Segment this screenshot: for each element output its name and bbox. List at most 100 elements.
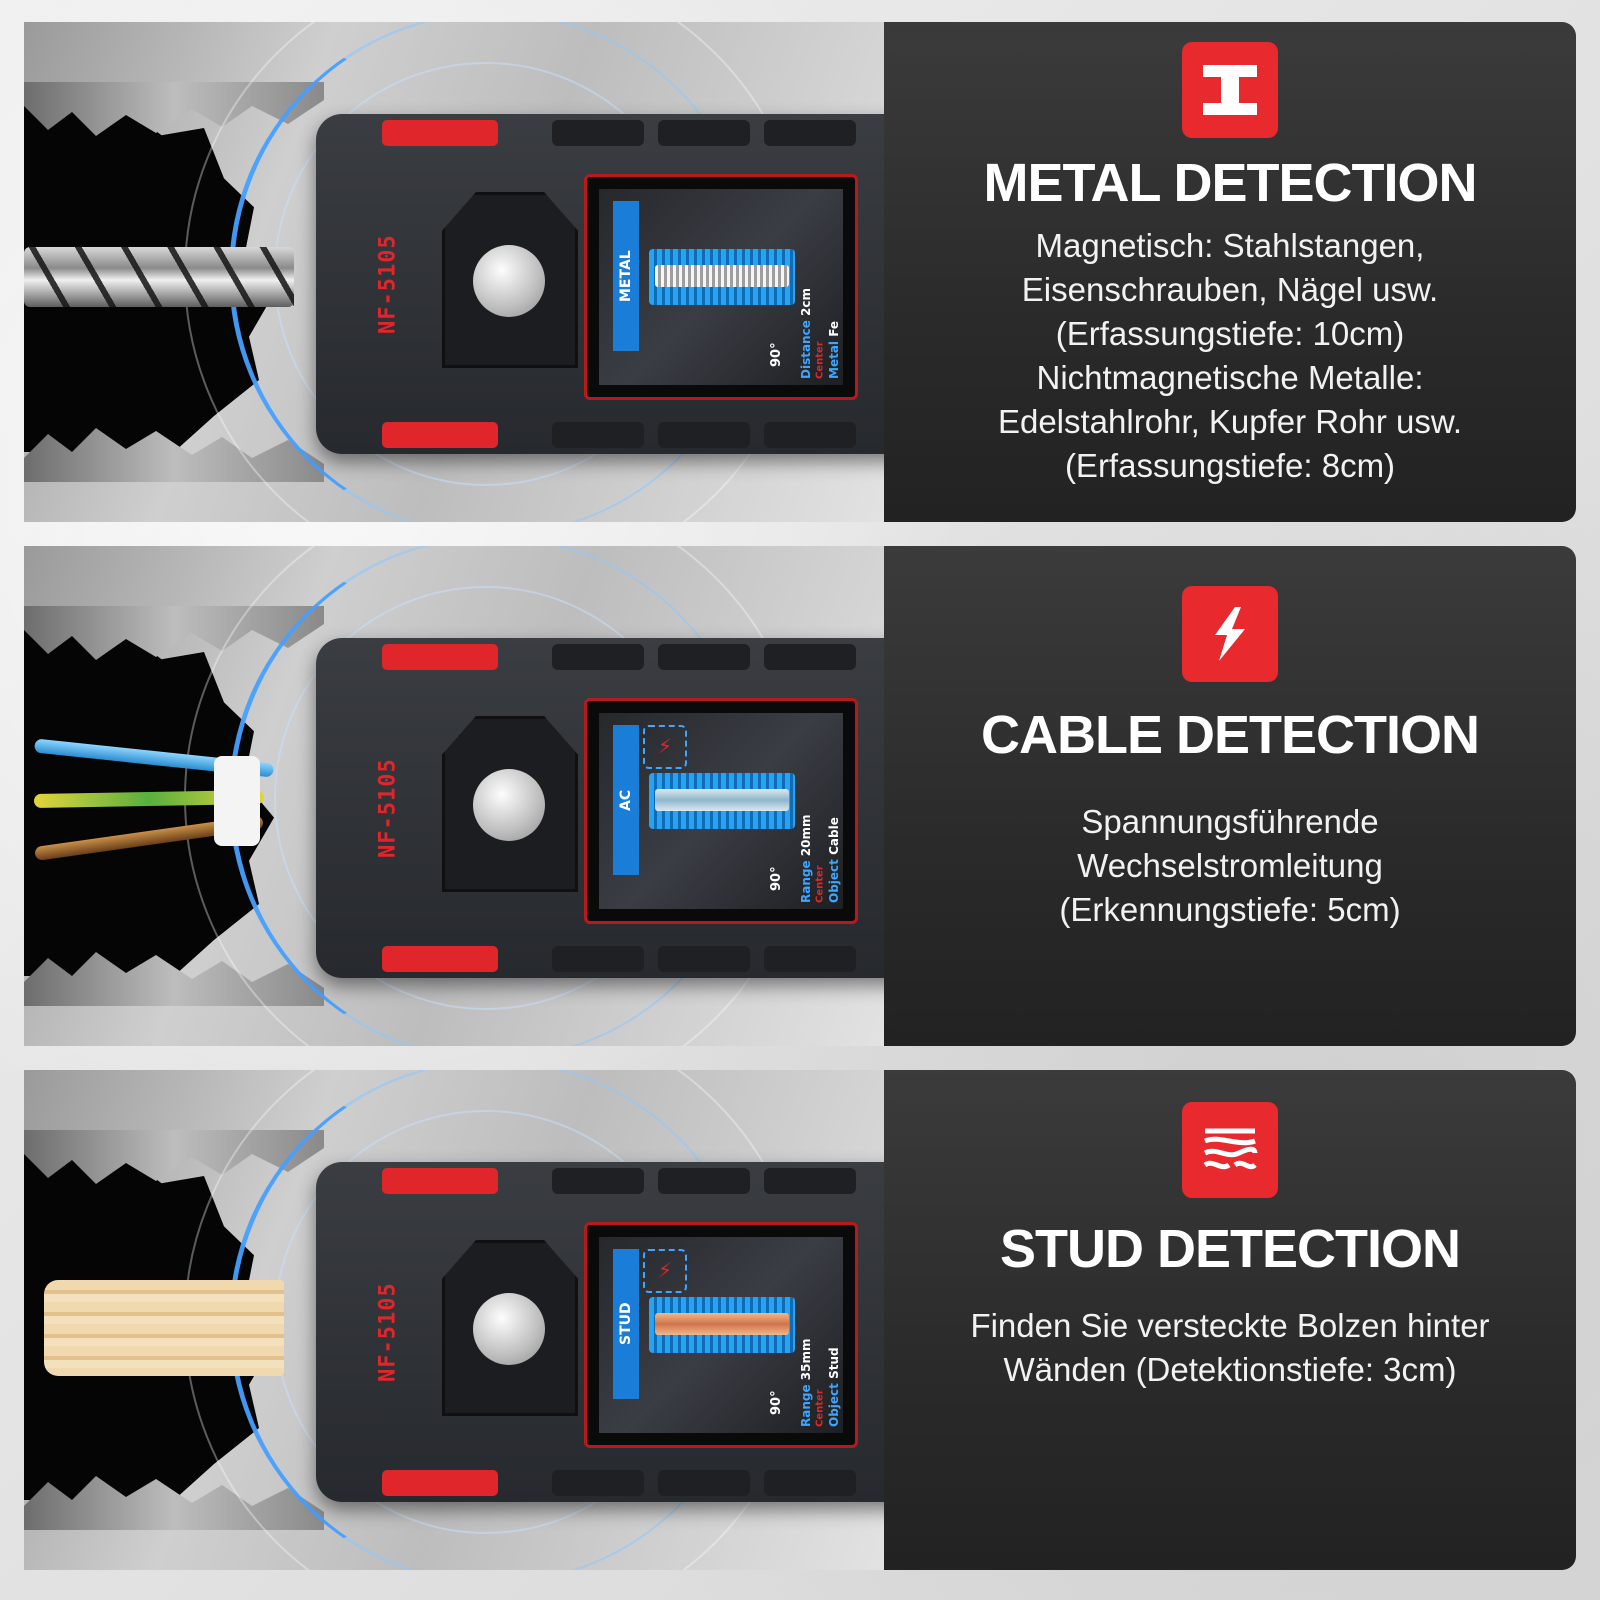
voltage-alert-icon: ⚡ (643, 1249, 687, 1293)
screen-angle: 90° (769, 1390, 784, 1415)
detector-device: NF-5105 AC ⚡ 90° Range 20mm Center Objec… (316, 638, 884, 978)
detector-device: NF-5105 METAL 90° Distance 2cm Center Me… (316, 114, 884, 454)
section-title: METAL DETECTION (983, 153, 1478, 213)
stud-panel: STUD DETECTION Finden Sie versteckte Bol… (884, 1070, 1576, 1570)
desc-line: Edelstahlrohr, Kupfer Rohr usw. (997, 403, 1463, 440)
desc-line: (Erkennungstiefe: 5cm) (1059, 891, 1401, 928)
device-sensor (442, 1240, 578, 1416)
device-screen: AC ⚡ 90° Range 20mm Center Object Cable (584, 698, 858, 924)
device-grip (764, 1470, 856, 1496)
cable-sleeve (214, 756, 260, 846)
screen-mode: METAL (613, 201, 639, 351)
sensor-glass (473, 245, 545, 317)
device-red-bumper (382, 120, 498, 146)
section-stud: NF-5105 STUD ⚡ 90° Range 35mm Center Obj… (24, 1070, 1576, 1570)
readout-value: 20mm (799, 814, 813, 857)
readout-label: Range (799, 860, 813, 903)
screen-readout: Range 35mm Center Object Stud (799, 1247, 841, 1427)
device-grip (658, 946, 750, 972)
screen-target-bar (649, 1297, 795, 1353)
device-grip (658, 120, 750, 146)
detector-device: NF-5105 STUD ⚡ 90° Range 35mm Center Obj… (316, 1162, 884, 1502)
device-grip (552, 946, 644, 972)
device-brand: NF-5105 (375, 1282, 401, 1382)
device-grip (764, 422, 856, 448)
screen-readout: Distance 2cm Center Metal Fe (799, 199, 841, 379)
desc-line: Wechselstromleitung (1077, 847, 1383, 884)
readout-label: Object (827, 859, 841, 903)
device-grip (658, 422, 750, 448)
screen-target-bar (649, 249, 795, 305)
device-grip (764, 946, 856, 972)
cable-visual: NF-5105 AC ⚡ 90° Range 20mm Center Objec… (24, 546, 884, 1046)
screen-angle: 90° (769, 866, 784, 891)
sensor-glass (473, 1293, 545, 1365)
device-red-bumper (382, 422, 498, 448)
lightning-icon (1182, 586, 1278, 682)
readout-value: Stud (827, 1347, 841, 1379)
readout-label: Distance (799, 320, 813, 379)
readout-value: 2cm (799, 287, 813, 316)
target-core (655, 789, 789, 811)
desc-line: Finden Sie versteckte Bolzen hinter (970, 1307, 1490, 1344)
sensor-glass (473, 769, 545, 841)
readout-center: Center (814, 1389, 826, 1427)
desc-line: Eisenschrauben, Nägel usw. (1021, 271, 1439, 308)
metal-panel: METAL DETECTION Magnetisch: Stahlstangen… (884, 22, 1576, 522)
target-core (655, 1313, 789, 1335)
device-grip (658, 1168, 750, 1194)
readout-center: Center (814, 341, 826, 379)
device-grip (764, 1168, 856, 1194)
steel-rebar (24, 247, 294, 307)
desc-line: (Erfassungstiefe: 10cm) (1055, 315, 1405, 352)
wood-grain-icon (1182, 1102, 1278, 1198)
device-brand: NF-5105 (375, 758, 401, 858)
readout-value: Cable (827, 817, 841, 855)
device-red-bumper (382, 1168, 498, 1194)
device-grip (552, 1470, 644, 1496)
device-red-bumper (382, 644, 498, 670)
section-cable: NF-5105 AC ⚡ 90° Range 20mm Center Objec… (24, 546, 1576, 1046)
screen-target-bar (649, 773, 795, 829)
device-grip (552, 1168, 644, 1194)
section-metal: NF-5105 METAL 90° Distance 2cm Center Me… (24, 22, 1576, 522)
device-sensor (442, 716, 578, 892)
screen-mode: AC (613, 725, 639, 875)
screen-display: STUD ⚡ 90° Range 35mm Center Object Stud (599, 1237, 843, 1433)
section-description: Finden Sie versteckte Bolzen hinter Wänd… (914, 1304, 1546, 1392)
i-beam-icon (1182, 42, 1278, 138)
wood-stud (44, 1280, 284, 1376)
desc-line: Wänden (Detektionstiefe: 3cm) (1003, 1351, 1457, 1388)
device-grip (764, 644, 856, 670)
device-sensor (442, 192, 578, 368)
voltage-alert-icon: ⚡ (643, 725, 687, 769)
screen-angle: 90° (769, 342, 784, 367)
device-grip (552, 120, 644, 146)
readout-value: 35mm (799, 1338, 813, 1381)
readout-label: Object (827, 1383, 841, 1427)
section-title: STUD DETECTION (999, 1219, 1461, 1279)
device-red-bumper (382, 1470, 498, 1496)
metal-visual: NF-5105 METAL 90° Distance 2cm Center Me… (24, 22, 884, 522)
desc-line: (Erfassungstiefe: 8cm) (1064, 447, 1396, 484)
device-brand: NF-5105 (375, 234, 401, 334)
screen-display: AC ⚡ 90° Range 20mm Center Object Cable (599, 713, 843, 909)
screen-mode: STUD (613, 1249, 639, 1399)
section-description: Spannungsführende Wechselstromleitung (E… (914, 800, 1546, 932)
stud-visual: NF-5105 STUD ⚡ 90° Range 35mm Center Obj… (24, 1070, 884, 1570)
device-screen: STUD ⚡ 90° Range 35mm Center Object Stud (584, 1222, 858, 1448)
readout-label: Metal (827, 340, 841, 379)
screen-display: METAL 90° Distance 2cm Center Metal Fe (599, 189, 843, 385)
device-grip (658, 644, 750, 670)
desc-line: Magnetisch: Stahlstangen, (1035, 227, 1425, 264)
screen-readout: Range 20mm Center Object Cable (799, 723, 841, 903)
desc-line: Nichtmagnetische Metalle: (1036, 359, 1424, 396)
device-screen: METAL 90° Distance 2cm Center Metal Fe (584, 174, 858, 400)
readout-label: Range (799, 1384, 813, 1427)
device-grip (764, 120, 856, 146)
readout-center: Center (814, 865, 826, 903)
device-grip (552, 644, 644, 670)
device-grip (658, 1470, 750, 1496)
section-title: CABLE DETECTION (981, 705, 1480, 765)
readout-value: Fe (827, 320, 841, 337)
